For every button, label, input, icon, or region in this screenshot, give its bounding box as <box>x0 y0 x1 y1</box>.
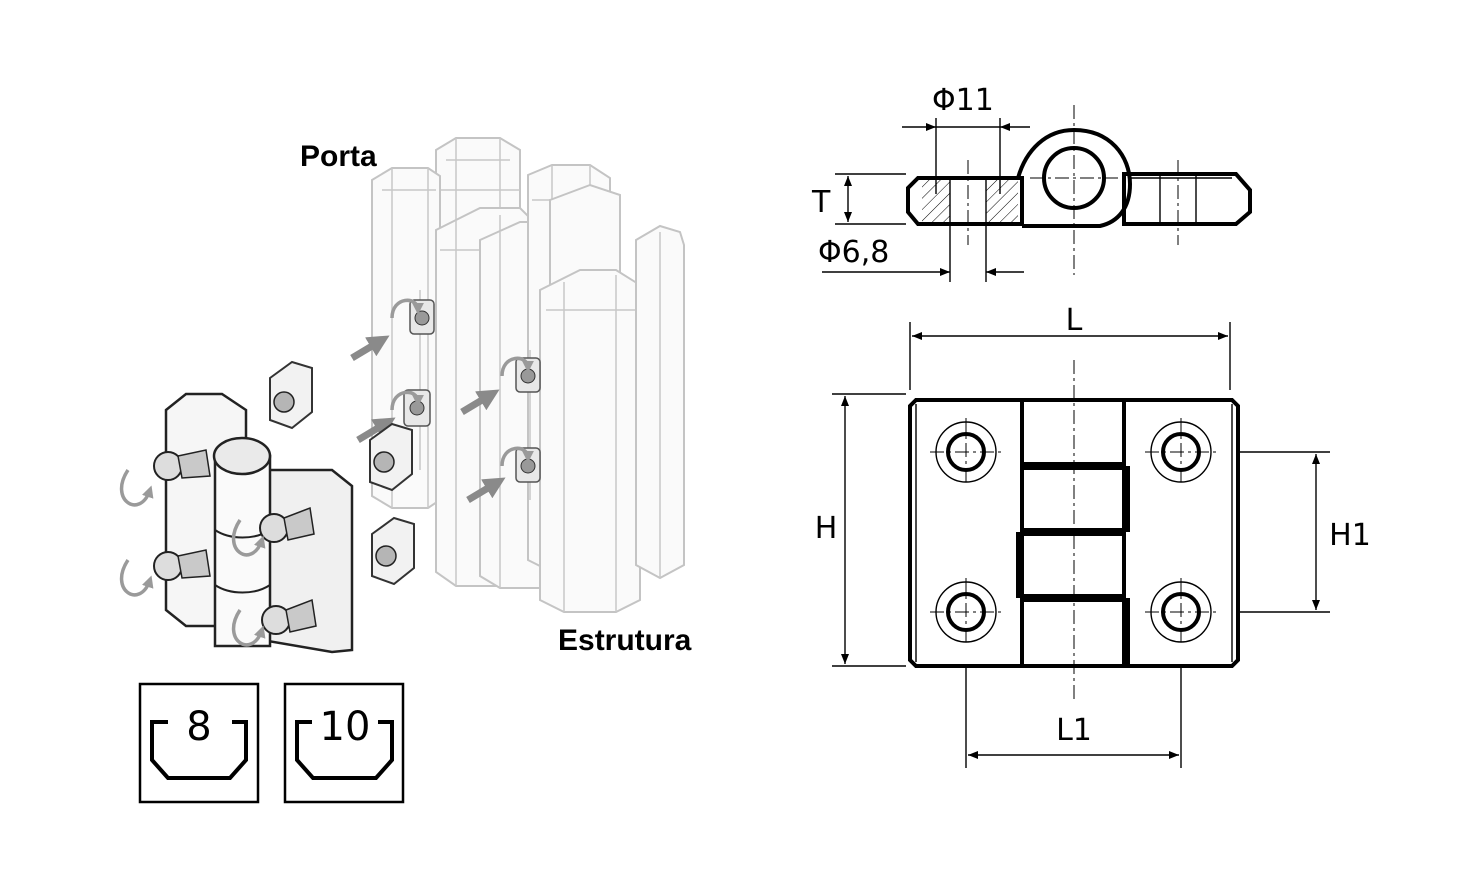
hinge-side-view <box>822 105 1252 282</box>
slot-size-8-label: 8 <box>186 704 211 750</box>
insertion-arrows <box>350 335 506 504</box>
slot-size-8-box: 8 <box>138 682 260 804</box>
length-label: L <box>1066 303 1083 338</box>
thickness-label: T <box>811 185 831 220</box>
door-label: Porta <box>300 140 377 173</box>
slot-size-10-box: 10 <box>283 682 405 804</box>
hinge-3d-view <box>119 392 354 654</box>
hole-spacing-length-label: L1 <box>1056 713 1092 748</box>
structure-label: Estrutura <box>558 624 692 657</box>
hole-diameter-label: Φ6,8 <box>818 235 889 270</box>
pin-diameter-label: Φ11 <box>932 83 994 118</box>
hinge-front-view <box>832 322 1330 768</box>
slot-nuts <box>269 298 541 586</box>
height-label: H <box>815 511 838 546</box>
hole-spacing-height-label: H1 <box>1329 518 1371 553</box>
slot-size-10-label: 10 <box>320 704 371 750</box>
